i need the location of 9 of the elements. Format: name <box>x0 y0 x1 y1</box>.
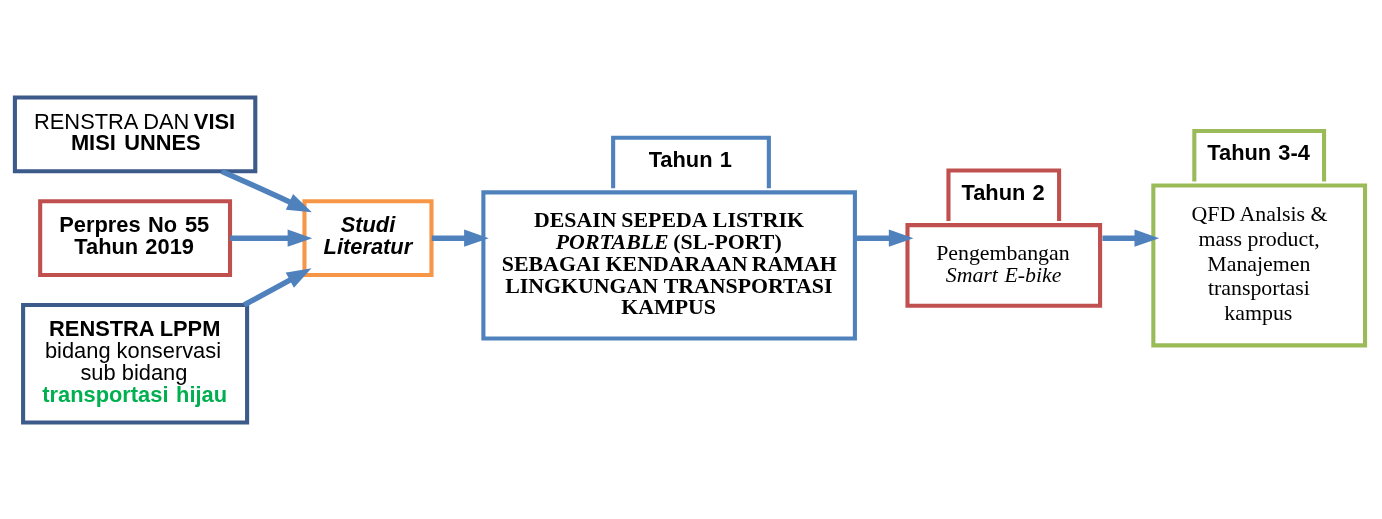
node-box: RENSTRA LPPM bidang konservasi sub bidang transportasi hijau <box>21 302 250 425</box>
arrow <box>230 229 313 247</box>
arrow <box>431 229 489 247</box>
arrow <box>856 229 914 247</box>
arrow <box>242 267 312 307</box>
node-box: RENSTRA DAN VISI MISI UNNES <box>12 94 258 173</box>
node-box: Perpres No 55 Tahun 2019 <box>38 198 233 277</box>
arrow <box>1102 229 1160 247</box>
node-box: Studi Literatur <box>302 198 434 277</box>
